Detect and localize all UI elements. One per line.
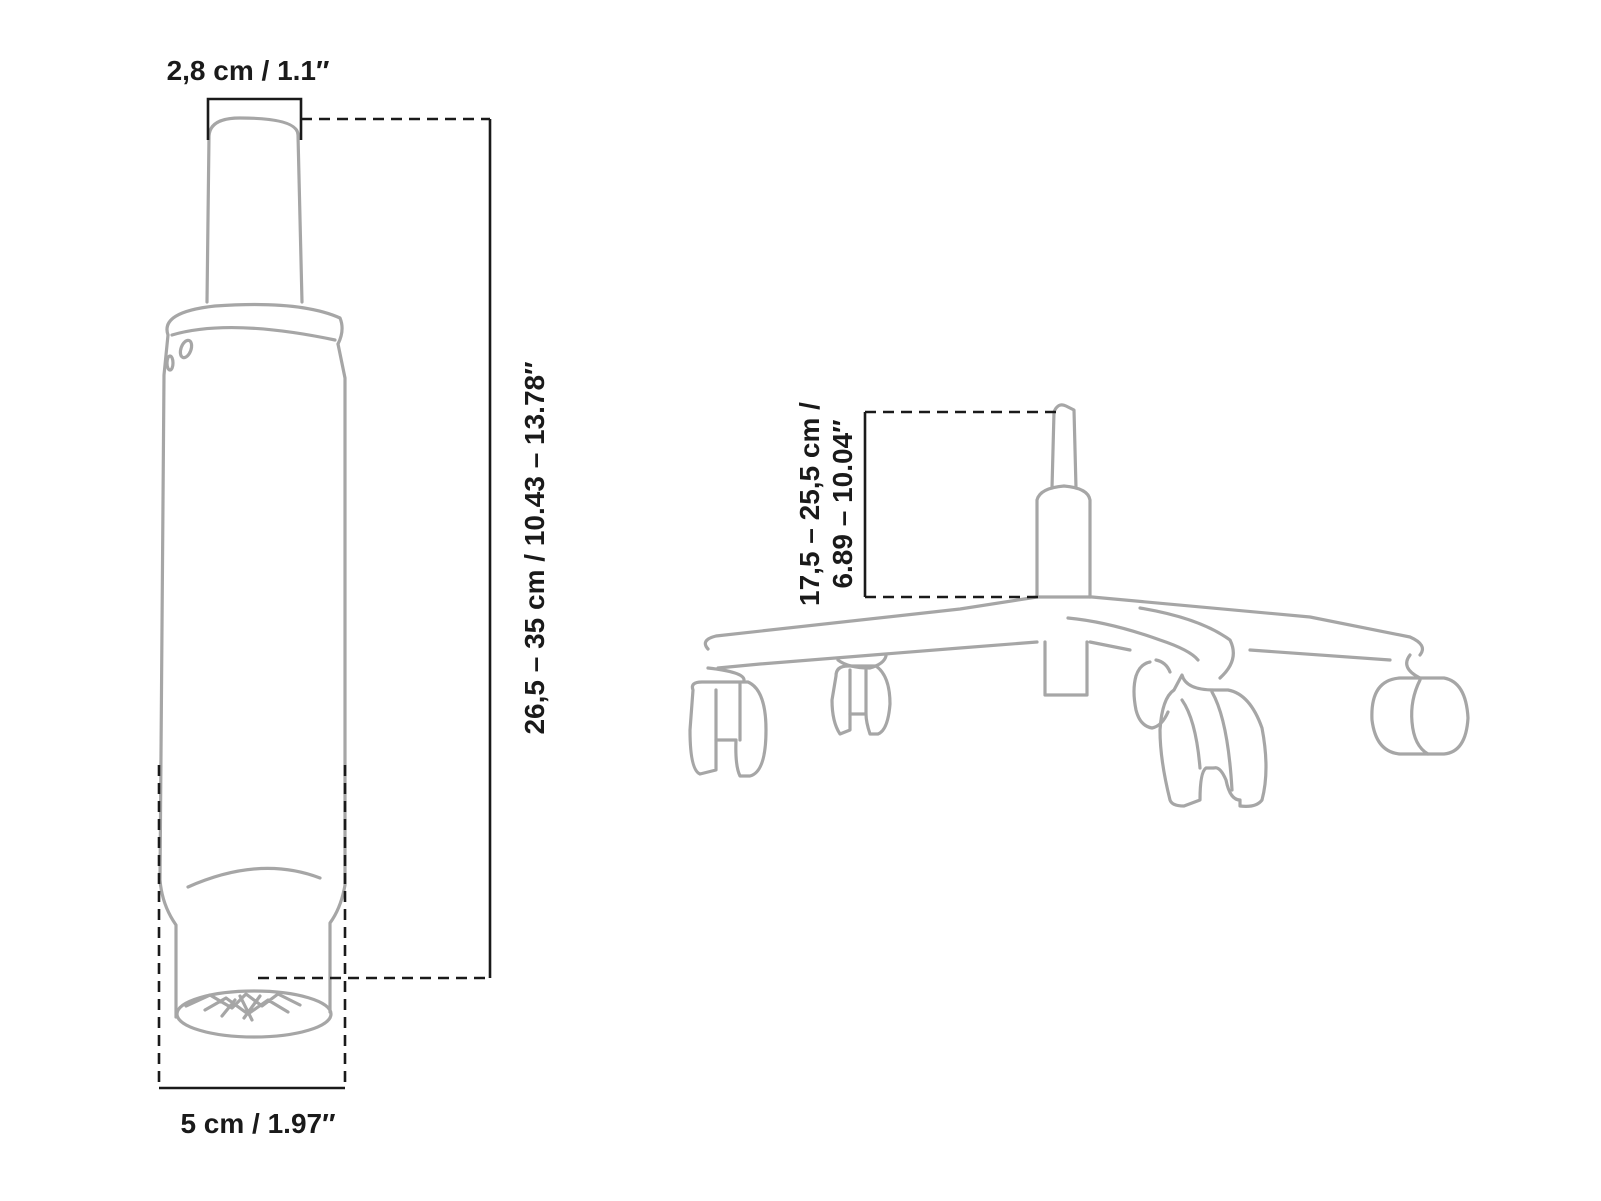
cylinder-body bbox=[158, 333, 178, 1019]
base-cylinder bbox=[1035, 484, 1092, 599]
base-star-top bbox=[703, 595, 1424, 657]
bottom-diameter-label: 5 cm / 1.97″ bbox=[180, 1108, 335, 1139]
cylinder-body-right bbox=[328, 342, 347, 1014]
cylinder-bottom bbox=[175, 989, 333, 1039]
caster-right bbox=[1370, 653, 1470, 756]
cylinder-collar bbox=[165, 302, 344, 346]
gas-cylinder-drawing bbox=[158, 116, 347, 1039]
vent-hole bbox=[178, 338, 194, 360]
cylinder-bottom-mechanism bbox=[184, 992, 302, 1022]
caster-front bbox=[1158, 673, 1268, 808]
length-label: 26,5 – 35 cm / 10.43 – 13.78″ bbox=[519, 361, 550, 734]
length-dimension: 26,5 – 35 cm / 10.43 – 13.78″ bbox=[258, 117, 550, 980]
top-diameter-label: 2,8 cm / 1.1″ bbox=[167, 55, 330, 86]
caster-left bbox=[688, 666, 768, 778]
base-height-dimension: 17,5 – 25,5 cm / 6.89 – 10.04″ bbox=[794, 402, 1062, 606]
vent-hole bbox=[165, 354, 175, 372]
caster-second bbox=[830, 654, 892, 736]
bottom-diameter-dimension: 5 cm / 1.97″ bbox=[157, 765, 347, 1139]
base-height-label-line1: 17,5 – 25,5 cm / bbox=[794, 402, 825, 606]
base-star-bottom bbox=[716, 640, 1392, 670]
piston-rod bbox=[205, 116, 304, 304]
base-arm-front bbox=[1066, 606, 1235, 680]
cylinder-seam bbox=[186, 866, 322, 889]
top-diameter-dimension: 2,8 cm / 1.1″ bbox=[167, 55, 330, 140]
caster-behind bbox=[1132, 658, 1172, 730]
chair-base-drawing bbox=[688, 403, 1470, 808]
base-height-label-line2: 6.89 – 10.04″ bbox=[827, 419, 858, 588]
cylinder-collar-inner bbox=[170, 326, 337, 342]
base-rod bbox=[1050, 403, 1078, 490]
base-hub bbox=[1043, 640, 1089, 697]
